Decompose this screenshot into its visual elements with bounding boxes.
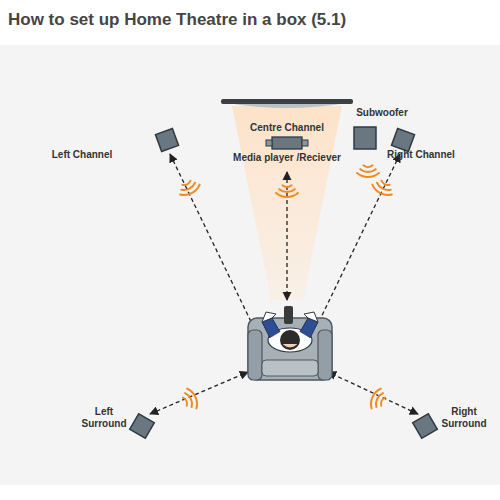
sound-wave	[376, 393, 383, 407]
sound-wave	[371, 389, 381, 409]
sound-wave	[183, 398, 187, 406]
speaker-icon	[142, 426, 143, 427]
background-panel	[0, 45, 500, 485]
sound-wave	[181, 183, 195, 190]
sound-wave	[185, 393, 192, 407]
dashed-arrow	[150, 372, 248, 414]
speaker-node: Left Channel	[42, 149, 122, 161]
speaker-label: Left Channel	[42, 149, 122, 161]
speaker-label: Media player /Reciever	[222, 152, 352, 164]
sound-waves	[180, 165, 392, 408]
sound-wave	[357, 173, 379, 177]
speaker-icon	[287, 103, 288, 104]
sound-wave	[182, 181, 190, 185]
sound-beam	[232, 106, 342, 300]
speaker-label: Centre Channel	[242, 122, 332, 134]
sound-wave	[360, 169, 375, 172]
sound-wave	[372, 185, 392, 195]
sound-wave	[276, 193, 298, 197]
speaker-label: Right Surround	[436, 406, 492, 430]
speaker-node: Left Surround	[76, 406, 132, 430]
page-title: How to set up Home Theatre in a box (5.1…	[8, 10, 346, 30]
sound-wave	[180, 185, 200, 195]
speaker-label: Right Channel	[383, 149, 459, 161]
sound-wave	[377, 183, 391, 190]
speaker-icon	[365, 138, 366, 139]
sound-arrows	[150, 154, 418, 414]
speaker-icon	[287, 143, 288, 144]
speaker-label: Subwoofer	[350, 107, 414, 119]
tv-centre-channel: Centre Channel	[242, 122, 332, 134]
dashed-arrow	[170, 154, 256, 332]
sound-wave	[382, 181, 390, 185]
dashed-arrow	[314, 154, 400, 332]
speaker-icon	[167, 140, 168, 141]
sound-wave	[282, 185, 291, 187]
sound-wave	[187, 389, 197, 409]
speaker-node: Right Channel	[383, 149, 459, 161]
subwoofer-speaker: Subwoofer	[350, 107, 414, 119]
speaker-node: Right Surround	[436, 406, 492, 430]
receiver-box: Media player /Reciever	[222, 152, 352, 164]
listener-on-sofa	[248, 306, 332, 380]
sound-wave	[381, 398, 385, 406]
speaker-label: Left Surround	[76, 406, 132, 430]
speaker-icon	[403, 140, 404, 141]
sound-wave	[279, 189, 294, 192]
sound-wave	[363, 165, 372, 167]
speaker-icon	[425, 426, 426, 427]
dashed-arrow	[328, 372, 418, 414]
